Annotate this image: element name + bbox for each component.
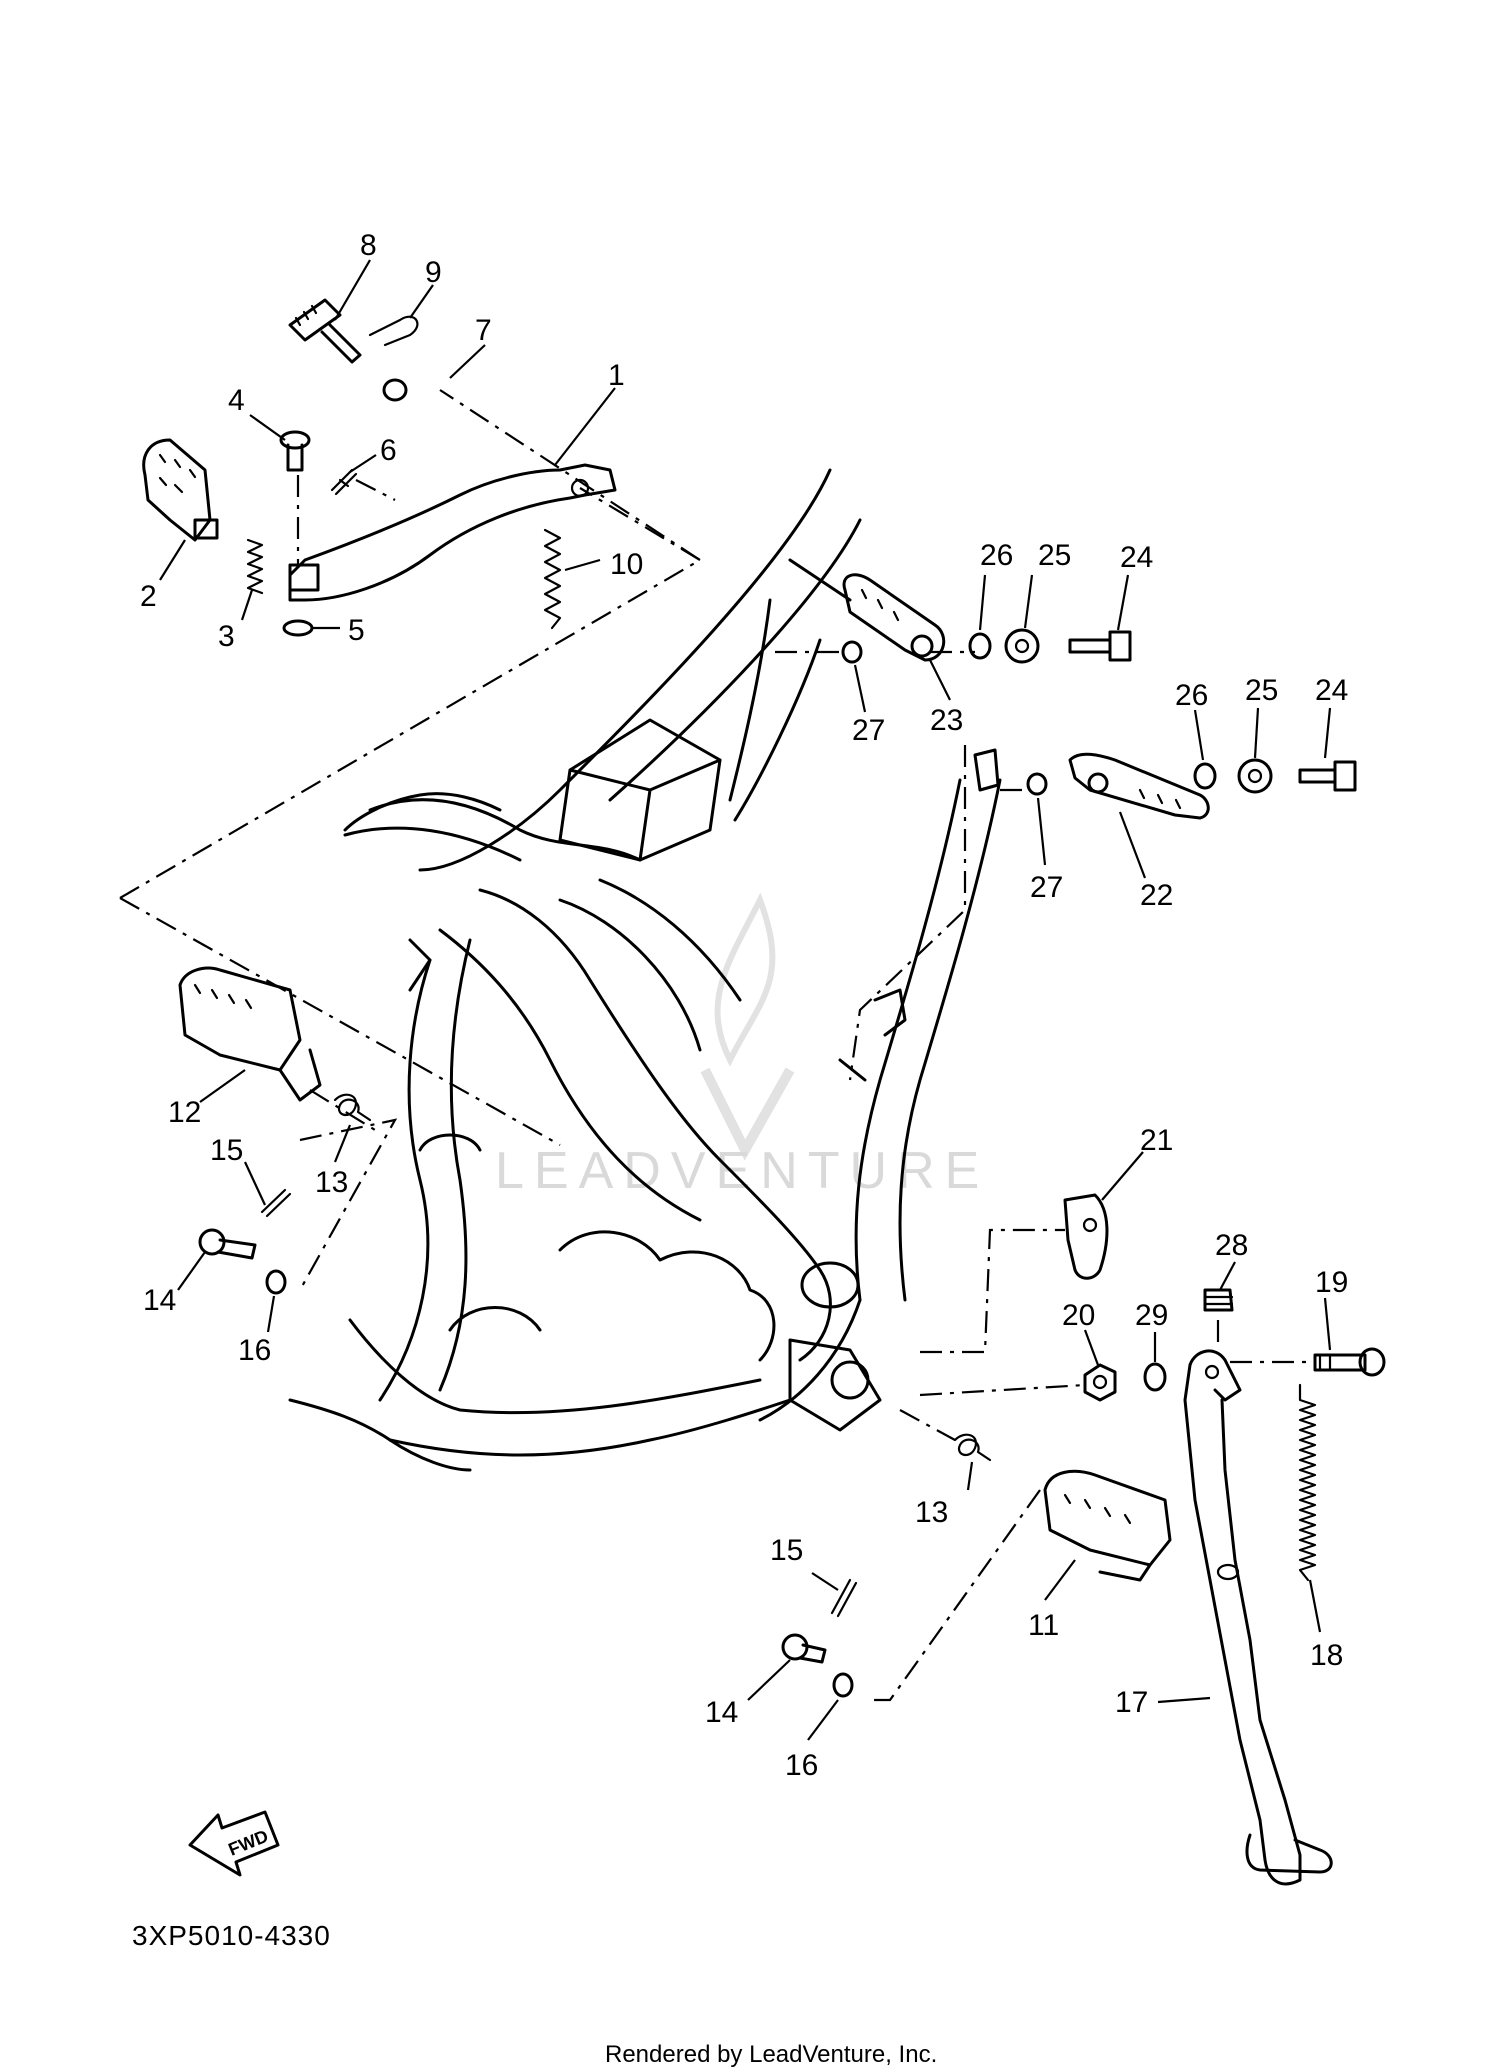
washer-16a bbox=[265, 1269, 287, 1295]
callout-17: 17 bbox=[1115, 1686, 1148, 1719]
cotter-pin-15b bbox=[830, 1578, 858, 1618]
callout-20: 20 bbox=[1062, 1299, 1095, 1332]
callout-12: 12 bbox=[168, 1096, 201, 1129]
washer-26a bbox=[968, 632, 992, 660]
callout-6: 6 bbox=[380, 434, 397, 467]
callout-14-left: 14 bbox=[143, 1284, 176, 1317]
callout-26-lower: 26 bbox=[1175, 679, 1208, 712]
bush-28 bbox=[1203, 1288, 1234, 1312]
callout-13-right: 13 bbox=[915, 1496, 948, 1529]
bolt-24a bbox=[1068, 630, 1132, 662]
cotter-pin-6 bbox=[330, 468, 358, 496]
callout-28: 28 bbox=[1215, 1229, 1248, 1262]
clip-9 bbox=[368, 315, 419, 347]
spring-13a bbox=[333, 1093, 372, 1122]
brake-pedal bbox=[288, 463, 617, 602]
washer-29 bbox=[1143, 1362, 1167, 1392]
callout-4: 4 bbox=[228, 384, 245, 417]
bolt-19 bbox=[1313, 1347, 1386, 1377]
leader-lines bbox=[159, 259, 1332, 1741]
callout-27-lower: 27 bbox=[1030, 871, 1063, 904]
callout-9: 9 bbox=[425, 256, 442, 289]
spring-13b bbox=[953, 1433, 992, 1462]
cotter-pin-15a bbox=[260, 1188, 292, 1218]
callout-25-lower: 25 bbox=[1245, 674, 1278, 707]
bolt-8 bbox=[288, 298, 362, 364]
washer-5 bbox=[282, 619, 314, 637]
callout-1: 1 bbox=[608, 359, 625, 392]
callout-22: 22 bbox=[1140, 879, 1173, 912]
callout-24-upper: 24 bbox=[1120, 541, 1153, 574]
nut-20 bbox=[1083, 1363, 1117, 1402]
collar-25a bbox=[1004, 628, 1040, 664]
frame bbox=[288, 468, 1002, 1472]
spring-10 bbox=[543, 528, 562, 630]
forward-arrow: FWD bbox=[188, 1810, 280, 1877]
fwd-label: FWD bbox=[226, 1826, 271, 1860]
callout-15-right: 15 bbox=[770, 1534, 803, 1567]
callout-25-upper: 25 bbox=[1038, 539, 1071, 572]
callout-23: 23 bbox=[930, 704, 963, 737]
callout-3: 3 bbox=[218, 620, 235, 653]
washer-27a bbox=[841, 640, 863, 664]
pin-14b bbox=[781, 1633, 827, 1664]
callout-21: 21 bbox=[1140, 1124, 1173, 1157]
footpeg-23 bbox=[842, 573, 946, 662]
callout-11: 11 bbox=[1028, 1609, 1059, 1642]
callout-16-right: 16 bbox=[785, 1749, 818, 1782]
render-credit: Rendered by LeadVenture, Inc. bbox=[605, 2041, 937, 2068]
footpeg-12 bbox=[178, 966, 322, 1102]
callout-13-left: 13 bbox=[315, 1166, 348, 1199]
callout-7: 7 bbox=[475, 314, 492, 347]
callout-14-right: 14 bbox=[705, 1696, 738, 1729]
callout-5: 5 bbox=[348, 614, 365, 647]
callout-15-left: 15 bbox=[210, 1134, 243, 1167]
washer-7 bbox=[382, 378, 408, 402]
washer-27b bbox=[1026, 772, 1048, 796]
watermark: LEADVENTURE bbox=[495, 892, 989, 1200]
callout-19: 19 bbox=[1315, 1266, 1348, 1299]
watermark-text: LEADVENTURE bbox=[495, 1142, 989, 1200]
footpeg-left-upper bbox=[142, 438, 219, 542]
bracket-21 bbox=[1063, 1193, 1109, 1280]
side-stand-17 bbox=[1183, 1349, 1333, 1886]
pin-14a bbox=[198, 1228, 257, 1260]
callout-8: 8 bbox=[360, 229, 377, 262]
spring-18 bbox=[1298, 1383, 1317, 1582]
collar-25b bbox=[1237, 758, 1273, 794]
callout-16-left: 16 bbox=[238, 1334, 271, 1367]
washer-16b bbox=[832, 1672, 854, 1698]
center-lines bbox=[119, 389, 1310, 1702]
callout-29: 29 bbox=[1135, 1299, 1168, 1332]
footpeg-22 bbox=[1068, 752, 1210, 820]
pin-4 bbox=[279, 430, 311, 472]
diagram-code: 3XP5010-4330 bbox=[132, 1920, 331, 1951]
callout-26-upper: 26 bbox=[980, 539, 1013, 572]
footpeg-11 bbox=[1043, 1469, 1172, 1582]
washer-26b bbox=[1193, 762, 1217, 790]
callout-10: 10 bbox=[610, 548, 643, 581]
spring-3 bbox=[246, 538, 264, 595]
callout-labels: 8 9 7 1 4 6 2 3 10 5 26 25 24 27 23 26 2… bbox=[140, 229, 1348, 1782]
callout-2: 2 bbox=[140, 580, 157, 613]
callout-27-upper: 27 bbox=[852, 714, 885, 747]
bolt-24b bbox=[1298, 760, 1357, 792]
frame-bracket bbox=[973, 748, 1000, 792]
callout-18: 18 bbox=[1310, 1639, 1343, 1672]
callout-24-lower: 24 bbox=[1315, 674, 1348, 707]
